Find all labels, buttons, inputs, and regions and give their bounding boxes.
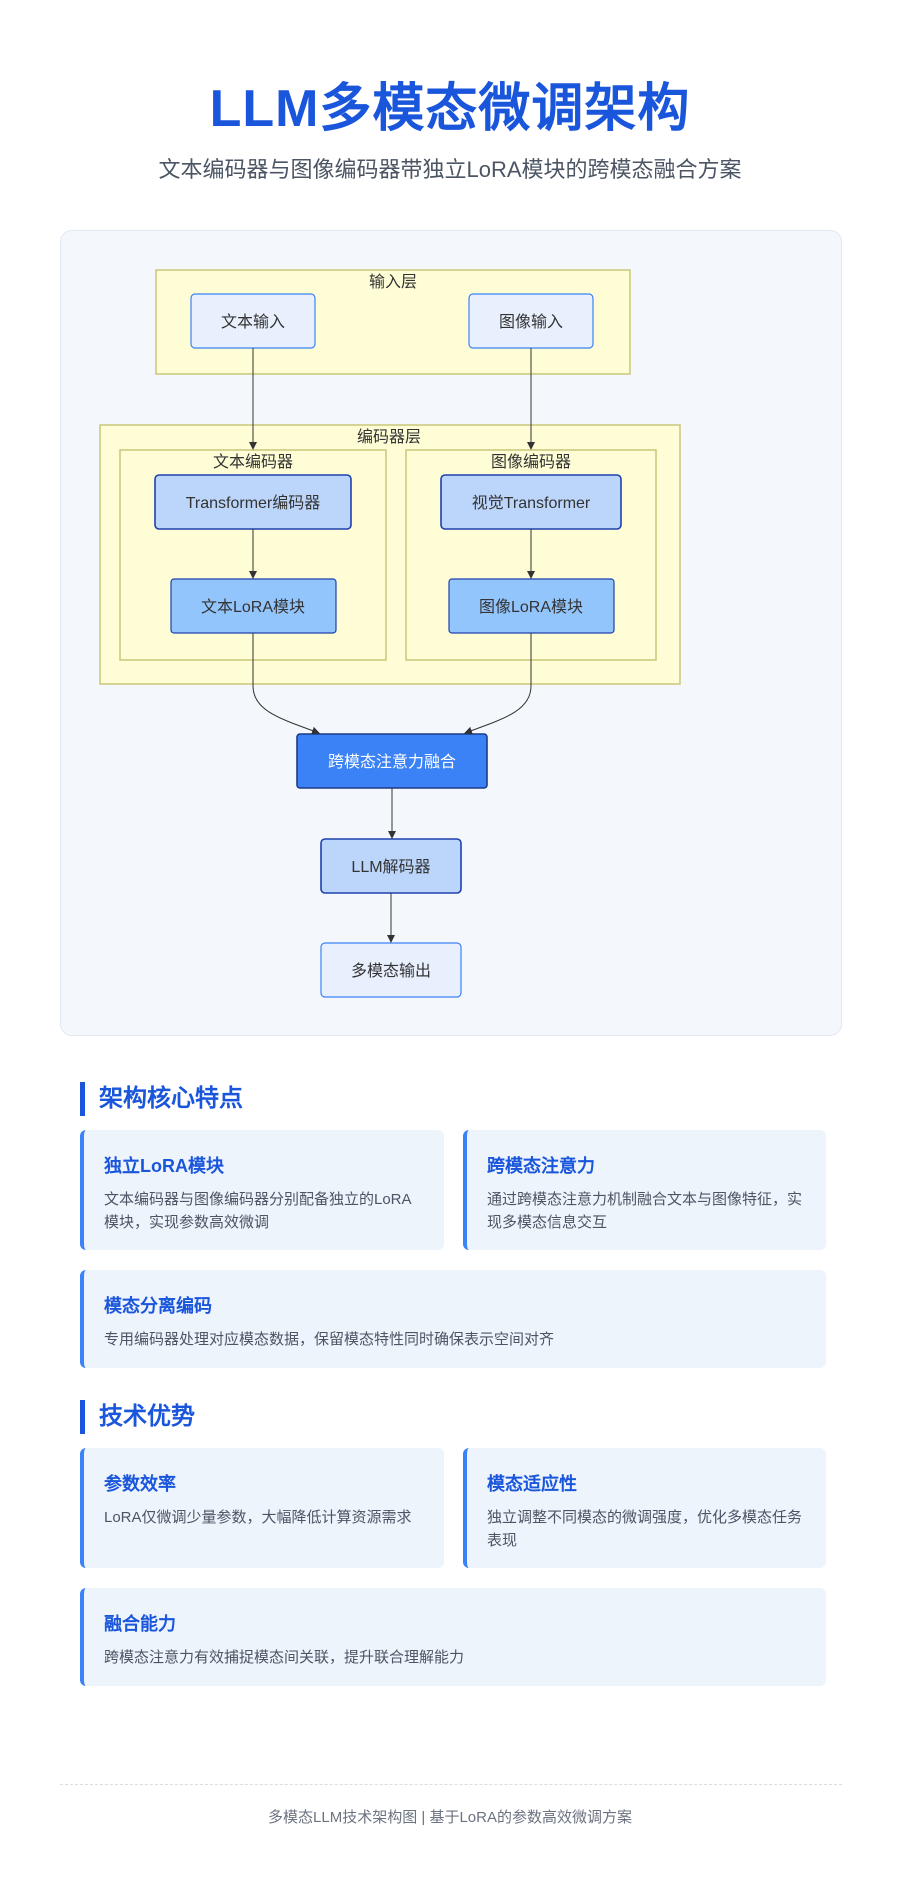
feature-card-title: 跨模态注意力 bbox=[487, 1156, 595, 1176]
multimodal-output-label: 多模态输出 bbox=[351, 962, 431, 980]
vision-transformer-label: 视觉Transformer bbox=[472, 494, 591, 512]
text-input-label: 文本输入 bbox=[221, 313, 285, 331]
image-encoder-label: 图像编码器 bbox=[491, 453, 571, 471]
feature-card-desc: 文本编码器与图像编码器分别配备独立的LoRA模块，实现参数高效微调 bbox=[104, 1191, 412, 1231]
llm-decoder-label: LLM解码器 bbox=[351, 858, 430, 876]
features-section-title: 架构核心特点 bbox=[80, 1082, 840, 1116]
feature-card-lora: 独立LoRA模块 文本编码器与图像编码器分别配备独立的LoRA模块，实现参数高效… bbox=[80, 1130, 444, 1250]
text-lora-label: 文本LoRA模块 bbox=[201, 598, 305, 616]
image-input-label: 图像输入 bbox=[499, 313, 563, 331]
feature-card-separate-encoding: 模态分离编码 专用编码器处理对应模态数据，保留模态特性同时确保表示空间对齐 bbox=[80, 1270, 826, 1368]
advantage-card-efficiency: 参数效率 LoRA仅微调少量参数，大幅降低计算资源需求 bbox=[80, 1448, 444, 1568]
transformer-encoder-label: Transformer编码器 bbox=[186, 494, 321, 512]
feature-card-desc: 专用编码器处理对应模态数据，保留模态特性同时确保表示空间对齐 bbox=[104, 1331, 555, 1348]
advantage-card-title: 融合能力 bbox=[104, 1614, 176, 1634]
advantage-card-desc: 独立调整不同模态的微调强度，优化多模态任务表现 bbox=[487, 1509, 803, 1549]
image-lora-label: 图像LoRA模块 bbox=[479, 598, 583, 616]
page-title: LLM多模态微调架构 bbox=[209, 80, 691, 138]
advantage-card-fusion: 融合能力 跨模态注意力有效捕捉模态间关联，提升联合理解能力 bbox=[80, 1588, 826, 1686]
edge-image-lora-to-fusion bbox=[464, 633, 532, 735]
encoder-layer-label: 编码器层 bbox=[357, 428, 421, 446]
architecture-diagram: 输入层 文本输入 图像输入 编码器层 文本编码器 图像编码器 Transform… bbox=[60, 230, 842, 1036]
advantage-card-title: 参数效率 bbox=[104, 1474, 176, 1494]
footer-divider bbox=[60, 1784, 842, 1785]
diagram-canvas: 输入层 文本输入 图像输入 编码器层 文本编码器 图像编码器 Transform… bbox=[99, 269, 681, 998]
advantage-card-title: 模态适应性 bbox=[487, 1474, 577, 1494]
advantage-card-desc: LoRA仅微调少量参数，大幅降低计算资源需求 bbox=[104, 1509, 412, 1526]
edge-text-lora-to-fusion bbox=[252, 633, 320, 735]
feature-card-title: 独立LoRA模块 bbox=[104, 1156, 224, 1176]
input-layer-label: 输入层 bbox=[369, 273, 417, 291]
feature-card-cross-attention: 跨模态注意力 通过跨模态注意力机制融合文本与图像特征，实现多模态信息交互 bbox=[463, 1130, 826, 1250]
page-subtitle: 文本编码器与图像编码器带独立LoRA模块的跨模态融合方案 bbox=[158, 157, 742, 182]
text-encoder-label: 文本编码器 bbox=[213, 453, 293, 471]
feature-card-title: 模态分离编码 bbox=[104, 1296, 212, 1316]
footer-text: 多模态LLM技术架构图 | 基于LoRA的参数高效微调方案 bbox=[268, 1809, 632, 1826]
advantage-card-desc: 跨模态注意力有效捕捉模态间关联，提升联合理解能力 bbox=[104, 1649, 465, 1666]
advantages-section-title: 技术优势 bbox=[80, 1400, 840, 1434]
advantage-card-adaptability: 模态适应性 独立调整不同模态的微调强度，优化多模态任务表现 bbox=[463, 1448, 826, 1568]
multimodal-output-node[interactable] bbox=[320, 942, 462, 998]
feature-card-desc: 通过跨模态注意力机制融合文本与图像特征，实现多模态信息交互 bbox=[487, 1191, 803, 1231]
fusion-label: 跨模态注意力融合 bbox=[328, 752, 456, 771]
